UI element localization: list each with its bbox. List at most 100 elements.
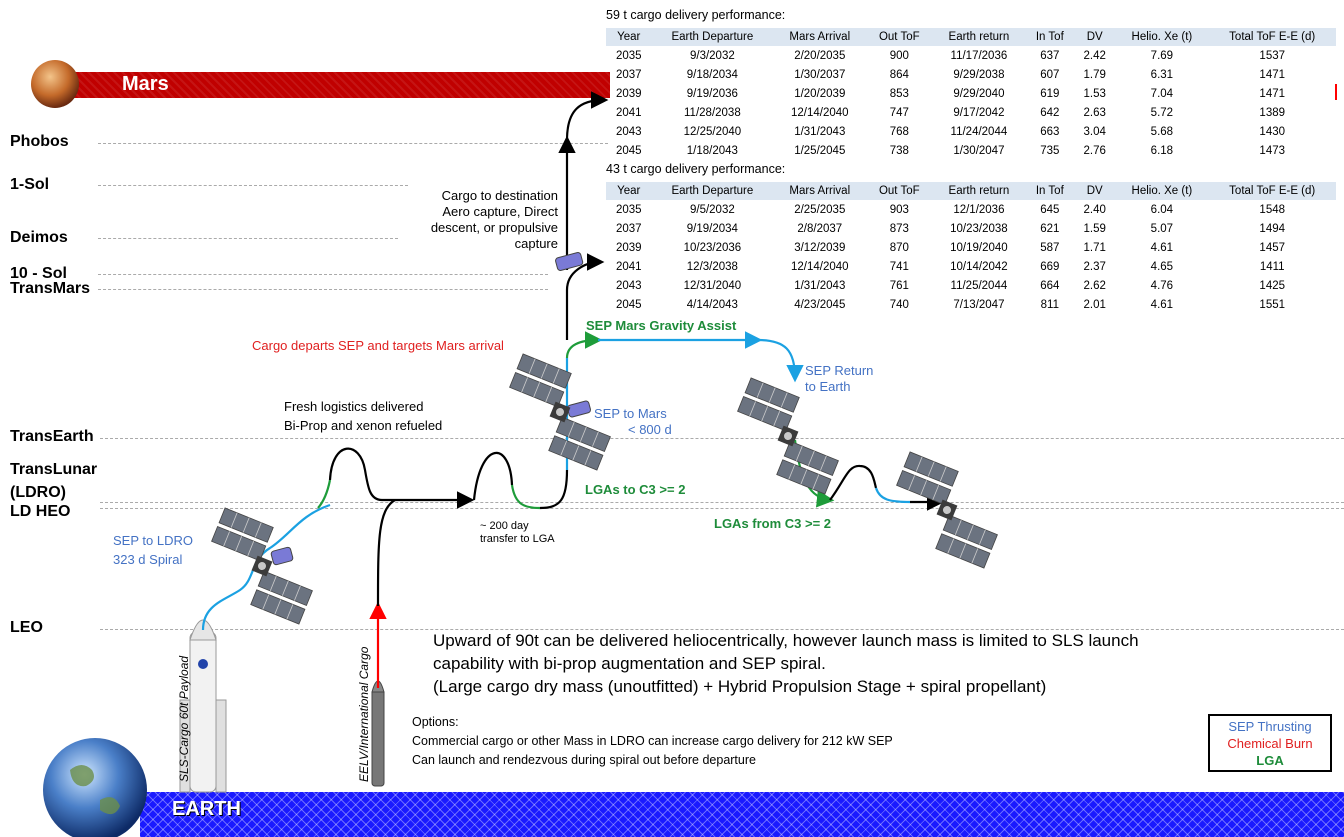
eelv-rocket — [371, 680, 385, 787]
table-cell: 7/13/2047 — [953, 298, 1005, 311]
table-cell: 1/30/2047 — [953, 144, 1005, 157]
ldheo-label: LD HEO — [10, 503, 71, 520]
mars-bar — [62, 72, 610, 98]
ldro-label: (LDRO) — [10, 484, 66, 501]
table-cell: 9/29/2040 — [953, 87, 1005, 100]
fresh-line: Fresh logistics delivered — [284, 399, 424, 414]
sep-to-mars-line: SEP to Mars — [594, 406, 667, 421]
table-header-cell: Helio. Xe (t) — [1115, 182, 1209, 200]
sep-to-mars-line: < 800 d — [628, 422, 672, 437]
cargo-destination-note: Cargo to destination Aero capture, Direc… — [400, 188, 558, 252]
table-cell: 6.31 — [1150, 68, 1174, 81]
table-cell: 2/25/2035 — [794, 203, 846, 216]
table-cell: 1/30/2037 — [794, 68, 846, 81]
transmars-line — [98, 289, 548, 290]
table-cell: 12/3/2038 — [686, 260, 738, 273]
options-title: Options: — [412, 715, 459, 729]
table-cell: 1/31/2043 — [794, 279, 846, 292]
transmars-label: TransMars — [10, 280, 91, 297]
table-cell: 1411 — [1259, 260, 1285, 273]
table-cell: 2041 — [615, 106, 642, 119]
table-cell: 10/14/2042 — [950, 260, 1008, 273]
lgas-to-label: LGAs to C3 >= 2 — [585, 482, 686, 497]
table-header-cell: Year — [606, 28, 652, 46]
fresh-line: Bi-Prop and xenon refueled — [284, 418, 443, 433]
table-header-cell: Total ToF E-E (d) — [1208, 28, 1336, 46]
phobos-line — [98, 143, 608, 144]
table-cell: 2.37 — [1083, 260, 1106, 273]
table-cell: 2045 — [615, 144, 642, 157]
table-cell: 587 — [1040, 241, 1060, 254]
table-cell: 1548 — [1259, 203, 1286, 216]
sep-return-line: to Earth — [805, 379, 851, 394]
deimos-label: Deimos — [10, 229, 68, 246]
earth-bar — [140, 792, 1344, 837]
table-header-cell: DV — [1074, 182, 1116, 200]
table-cell: 10/19/2040 — [950, 241, 1008, 254]
table-cell: 2.76 — [1083, 144, 1106, 157]
table-cell: 2041 — [615, 260, 642, 273]
table-cell: 1430 — [1259, 125, 1286, 138]
table-cell: 9/5/2032 — [689, 203, 735, 216]
table-cell: 2043 — [615, 279, 642, 292]
table-cell: 9/19/2034 — [686, 222, 738, 235]
sol1-label: 1-Sol — [10, 176, 50, 193]
sol10-label: 10 - Sol — [10, 265, 67, 282]
eelv-rocket-label: EELV/International Cargo — [357, 646, 371, 782]
table-cell: 10/23/2038 — [950, 222, 1008, 235]
table-cell: 853 — [889, 87, 909, 100]
table-cell: 4.61 — [1150, 298, 1174, 311]
table-cell: 2043 — [615, 125, 642, 138]
table-cell: 1.71 — [1083, 241, 1106, 254]
table-cell: 1473 — [1259, 144, 1286, 157]
sls-rocket-label: SLS-Cargo 60t Payload — [177, 655, 191, 782]
cargo-module — [566, 400, 592, 418]
table-cell: 11/28/2038 — [684, 106, 741, 119]
table-header-cell: Total ToF E-E (d) — [1208, 182, 1336, 200]
table-cell: 9/3/2032 — [689, 49, 735, 62]
earth-label: EARTH — [172, 798, 241, 820]
table-cell: 619 — [1040, 87, 1060, 100]
table-cell: 768 — [889, 125, 909, 138]
table-header-cell: Year — [606, 182, 652, 200]
table-cell: 1.59 — [1083, 222, 1106, 235]
lgas-from-label: LGAs from C3 >= 2 — [714, 516, 832, 531]
table-cell: 664 — [1040, 279, 1060, 292]
leo-label: LEO — [10, 619, 43, 636]
table-cell: 2.40 — [1083, 203, 1106, 216]
table-cell: 735 — [1040, 144, 1060, 157]
table-cell: 621 — [1040, 222, 1060, 235]
table-cell: 738 — [889, 144, 909, 157]
table-cell: 2037 — [615, 222, 642, 235]
ldheo-line — [100, 508, 1344, 509]
translunar-line — [100, 502, 1344, 503]
table-cell: 6.04 — [1150, 203, 1174, 216]
sol1-line — [98, 185, 408, 186]
table-cell: 1/20/2039 — [794, 87, 846, 100]
legend: SEP Thrusting Chemical Burn LGA — [1208, 714, 1332, 772]
table-cell: 4.65 — [1150, 260, 1174, 273]
legend-lga: LGA — [1256, 753, 1284, 768]
cargo-dest-line: capture — [514, 236, 558, 251]
table-cell: 900 — [889, 49, 909, 62]
options-line: Can launch and rendezvous during spiral … — [412, 753, 756, 767]
table-cell: 645 — [1040, 203, 1060, 216]
table-cell: 1/25/2045 — [794, 144, 846, 157]
table-header-cell: In Tof — [1025, 28, 1075, 46]
transfer-line: ~ 200 day — [480, 520, 529, 532]
leo-line — [100, 629, 1344, 630]
earth-planet — [43, 738, 147, 837]
table-cell: 3.04 — [1083, 125, 1106, 138]
table-cell: 1.53 — [1083, 87, 1106, 100]
table-cell: 3/12/2039 — [794, 241, 846, 254]
table-cell: 811 — [1040, 298, 1059, 311]
